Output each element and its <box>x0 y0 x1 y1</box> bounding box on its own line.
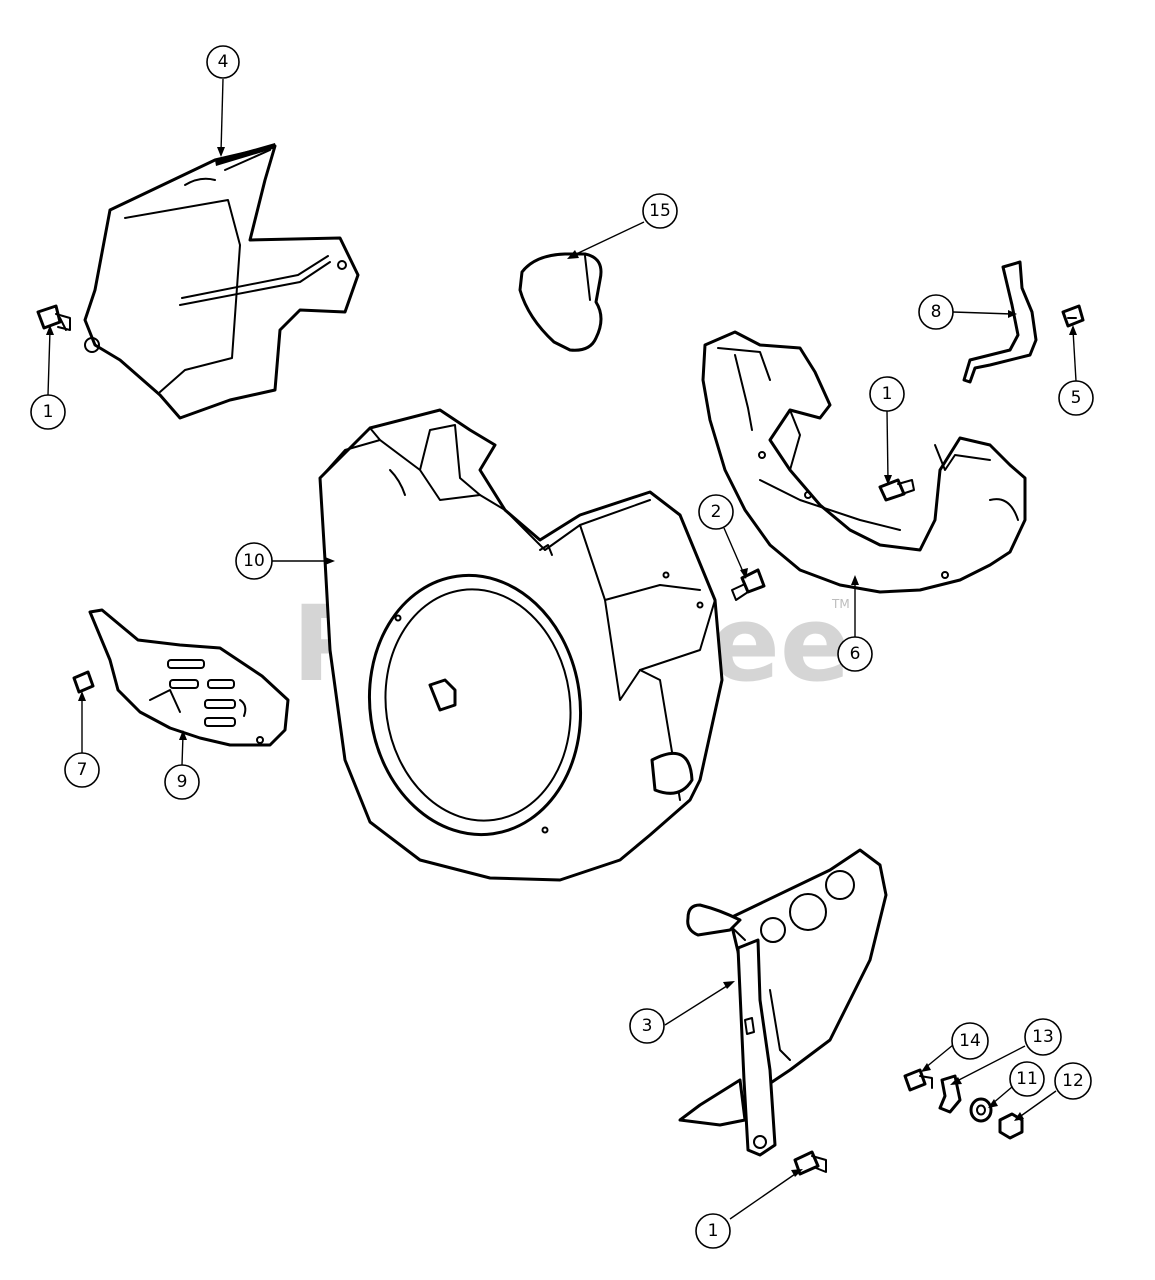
callout-label: 15 <box>649 201 671 221</box>
leader-lines <box>46 78 1077 1220</box>
callout-1-bottom: 1 <box>695 1213 731 1249</box>
callout-2: 2 <box>698 494 734 530</box>
part-2-bolt <box>731 568 766 601</box>
callout-11: 11 <box>1009 1061 1045 1097</box>
part-3-lower-shroud <box>678 848 888 1157</box>
callout-label: 1 <box>882 384 893 404</box>
part-13-clip <box>938 1074 962 1114</box>
watermark-trademark: TM <box>831 597 850 611</box>
callout-label: 4 <box>218 52 229 72</box>
part-11-washer <box>969 1097 993 1123</box>
part-5-screw <box>1061 304 1085 328</box>
part-9-side-plate <box>88 608 290 747</box>
callout-13: 13 <box>1024 1018 1062 1056</box>
callout-1-left: 1 <box>30 394 66 430</box>
callout-4: 4 <box>206 45 240 79</box>
part-1-bolt-center <box>878 478 915 502</box>
part-1-bolt-bottom <box>793 1150 827 1176</box>
callout-1-center: 1 <box>869 376 905 412</box>
part-7-screw <box>72 670 95 694</box>
callout-label: 14 <box>959 1031 981 1051</box>
callout-14: 14 <box>951 1022 989 1060</box>
part-14-screw <box>903 1068 933 1092</box>
callout-label: 11 <box>1016 1069 1038 1089</box>
part-10-blower-housing <box>318 408 724 882</box>
callout-label: 12 <box>1062 1071 1084 1091</box>
part-1-bolt-left <box>36 304 71 331</box>
callout-3: 3 <box>629 1008 665 1044</box>
callout-9: 9 <box>164 764 200 800</box>
callout-label: 13 <box>1032 1027 1054 1047</box>
callout-label: 1 <box>708 1221 719 1241</box>
part-6-baffle <box>701 330 1027 594</box>
part-8-bracket <box>962 260 1038 384</box>
callout-label: 7 <box>77 760 88 780</box>
callout-label: 6 <box>850 644 861 664</box>
callout-8: 8 <box>918 294 954 330</box>
part-4-shroud <box>83 143 360 420</box>
callout-5: 5 <box>1058 380 1094 416</box>
callout-12: 12 <box>1054 1062 1092 1100</box>
callout-label: 8 <box>931 302 942 322</box>
callout-label: 1 <box>43 402 54 422</box>
callout-15: 15 <box>642 193 678 229</box>
callout-6: 6 <box>837 636 873 672</box>
callout-label: 9 <box>177 772 188 792</box>
callout-label: 10 <box>243 551 265 571</box>
callout-label: 2 <box>711 502 722 522</box>
callout-label: 5 <box>1071 388 1082 408</box>
callout-10: 10 <box>235 542 273 580</box>
callout-7: 7 <box>64 752 100 788</box>
callout-label: 3 <box>642 1016 653 1036</box>
part-15-pad <box>518 252 603 352</box>
